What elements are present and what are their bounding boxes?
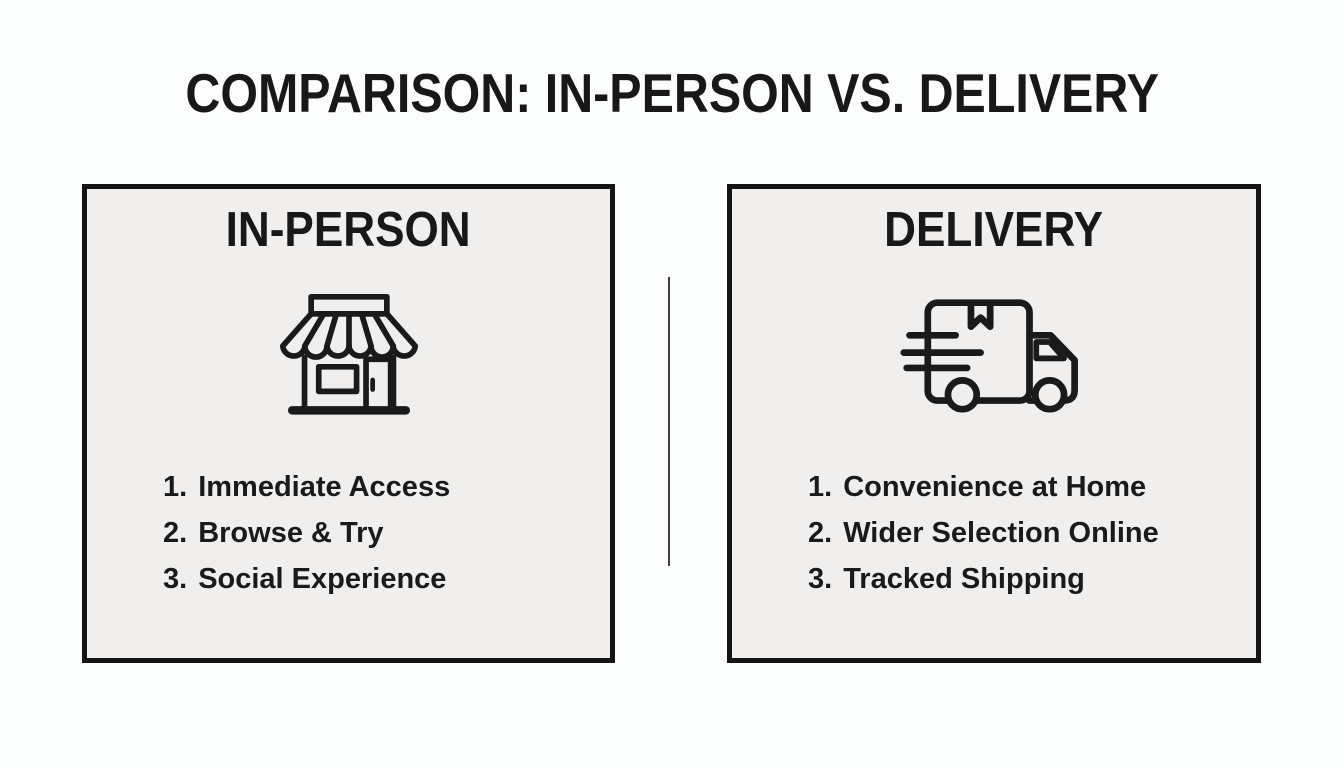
item-number: 2. [808,517,833,550]
list-item: 3. Social Experience [163,556,610,602]
storefront-icon [273,290,425,418]
in-person-benefit-list: 1. Immediate Access 2. Browse & Try 3. Soci… [87,464,610,602]
item-label: Wider Selection Online [843,517,1159,550]
item-label: Tracked Shipping [843,563,1085,596]
item-label: Convenience at Home [843,471,1147,504]
list-item: 2. Browse & Try [163,510,610,556]
vertical-divider [668,277,670,566]
item-label: Browse & Try [198,517,384,550]
list-item: 3. Tracked Shipping [808,556,1256,602]
delivery-heading: DELIVERY [884,203,1104,257]
list-item: 1. Convenience at Home [808,464,1256,510]
list-item: 2. Wider Selection Online [808,510,1256,556]
in-person-heading: IN-PERSON [225,203,472,257]
item-number: 1. [163,471,188,504]
delivery-panel: DELIVERY 1.Convenie [727,184,1261,663]
delivery-truck-icon [898,290,1090,418]
item-label: Social Experience [198,563,447,596]
item-number: 3. [808,563,833,596]
item-label: Immediate Access [198,471,451,504]
item-number: 1. [808,471,833,504]
delivery-benefit-list: 1. Convenience at Home 2. Wider Selection … [732,464,1256,602]
page-title: COMPARISON: IN-PERSON VS. DELIVERY [185,62,1159,124]
item-number: 3. [163,563,188,596]
list-item: 1. Immediate Access [163,464,610,510]
item-number: 2. [163,517,188,550]
in-person-panel: IN-PERSON [82,184,615,663]
